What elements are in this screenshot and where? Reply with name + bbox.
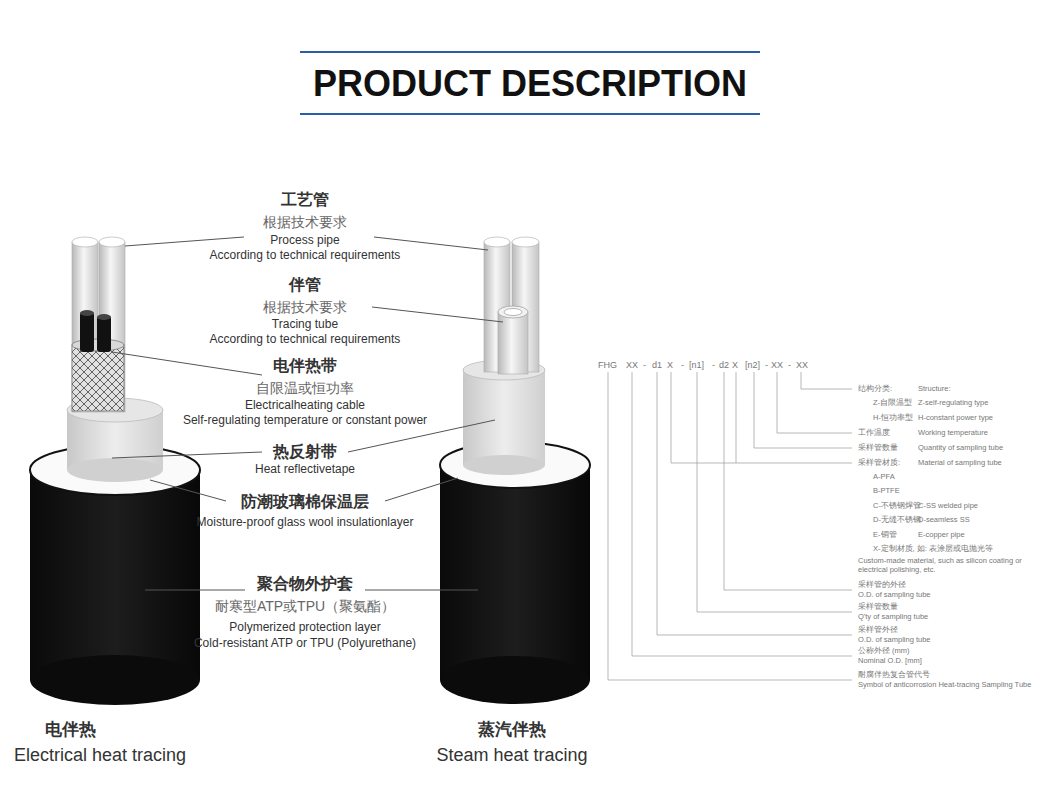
code-note: H-constant power type [918, 414, 993, 423]
title-rule [300, 51, 760, 53]
code-note: D-seamless SS [918, 516, 970, 525]
callout-label: Process pipe [270, 234, 339, 248]
electric-cable [30, 237, 200, 705]
code-segment: - [643, 360, 646, 370]
code-segment: X [732, 360, 738, 370]
callout-label: Steam heat tracing [436, 745, 587, 766]
callout-label: 蒸汽伴热 [478, 720, 546, 740]
callout-label: According to technical requirements [210, 333, 401, 347]
callout-label: 防潮玻璃棉保温层 [241, 493, 369, 511]
code-note: 采样管材质: [858, 459, 900, 468]
callout-label: Polymerized protection layer [229, 621, 380, 635]
callout-label: 工艺管 [281, 191, 329, 209]
code-note: C-不锈钢焊管 [873, 502, 921, 511]
code-note: Working temperature [918, 429, 988, 438]
code-segment: XX [771, 360, 783, 370]
code-segment: [n1] [689, 360, 704, 370]
callout-label: Self-regulating temperature or constant … [183, 414, 427, 428]
callout-label: 热反射带 [273, 443, 337, 461]
code-note: 公称外径 (mm) [858, 647, 910, 656]
code-note: Quantity of sampling tube [918, 444, 1003, 453]
code-note: X-定制材质, 如: 表涂层或电抛光等 [873, 545, 993, 554]
steam-cable [440, 237, 590, 704]
callout-label: Heat reflectivetape [255, 463, 355, 477]
code-segment: - [681, 360, 684, 370]
code-note: 结构分类: [858, 385, 892, 394]
callout-label: 聚合物外护套 [257, 575, 353, 593]
callout-label: 电伴热带 [273, 357, 337, 375]
code-note: 采样管的外径 [858, 581, 906, 590]
code-note: Material of sampling tube [918, 459, 1002, 468]
code-segment: - [712, 360, 715, 370]
code-segment: d1 [652, 360, 662, 370]
callout-label: Tracing tube [272, 318, 338, 332]
code-note: A-PFA [873, 473, 895, 482]
code-segment: XX [626, 360, 638, 370]
code-note: O.D. of sampling tube [858, 591, 931, 600]
code-note: Q'ty of sampling tube [858, 613, 928, 622]
callout-label: Electrical heat tracing [14, 745, 186, 766]
code-note: B-PTFE [873, 487, 900, 496]
code-note: 工作温度 [858, 429, 890, 438]
code-note: 耐腐伴热复合管代号 [858, 671, 930, 680]
callout-label: 根据技术要求 [263, 299, 347, 315]
code-note: E-铜管 [873, 531, 897, 540]
code-segment: XX [796, 360, 808, 370]
callout-label: According to technical requirements [210, 249, 401, 263]
callout-label: 根据技术要求 [263, 214, 347, 230]
code-segment: [n2] [745, 360, 760, 370]
code-note: 采样管数量 [858, 444, 898, 453]
callout-label: Moisture-proof glass wool insulationlaye… [197, 516, 414, 530]
code-note: Structure: [918, 385, 951, 394]
code-note: 采样管数量 [858, 603, 898, 612]
code-segment: - [765, 360, 768, 370]
callout-label: 自限温或恒功率 [256, 380, 354, 396]
callout-label: 耐寒型ATP或TPU（聚氨酯） [215, 598, 395, 614]
code-note: Z-self-regulating type [918, 399, 988, 408]
title-rule [300, 113, 760, 115]
page-title: PRODUCT DESCRIPTION [313, 63, 747, 105]
code-segment: d2 [719, 360, 729, 370]
code-segment: FHG [598, 360, 617, 370]
code-segment: - [788, 360, 791, 370]
leader-lines [112, 237, 503, 590]
code-note: Symbol of anticorrosion Heat-tracing Sam… [858, 681, 1031, 690]
code-note: E-copper pipe [918, 531, 965, 540]
callout-label: Electricalheating cable [245, 399, 365, 413]
code-note: Custom-made material, such as silicon co… [858, 557, 1048, 574]
code-brackets [608, 372, 852, 680]
code-note: Nominal O.D. [mm] [858, 657, 922, 666]
callout-label: Cold-resistant ATP or TPU (Polyurethane) [194, 637, 416, 651]
callout-label: 电伴热 [45, 720, 96, 740]
code-note: 采样管外径 [858, 626, 898, 635]
callout-label: 伴管 [289, 276, 321, 294]
code-note: O.D. of sampling tube [858, 636, 931, 645]
code-segment: X [667, 360, 673, 370]
code-note: Z-自限温型 [873, 399, 912, 408]
code-note: C-SS welded pipe [918, 502, 978, 511]
code-note: H-恒功率型 [873, 414, 913, 423]
code-note: D-无缝不锈钢 [873, 516, 921, 525]
